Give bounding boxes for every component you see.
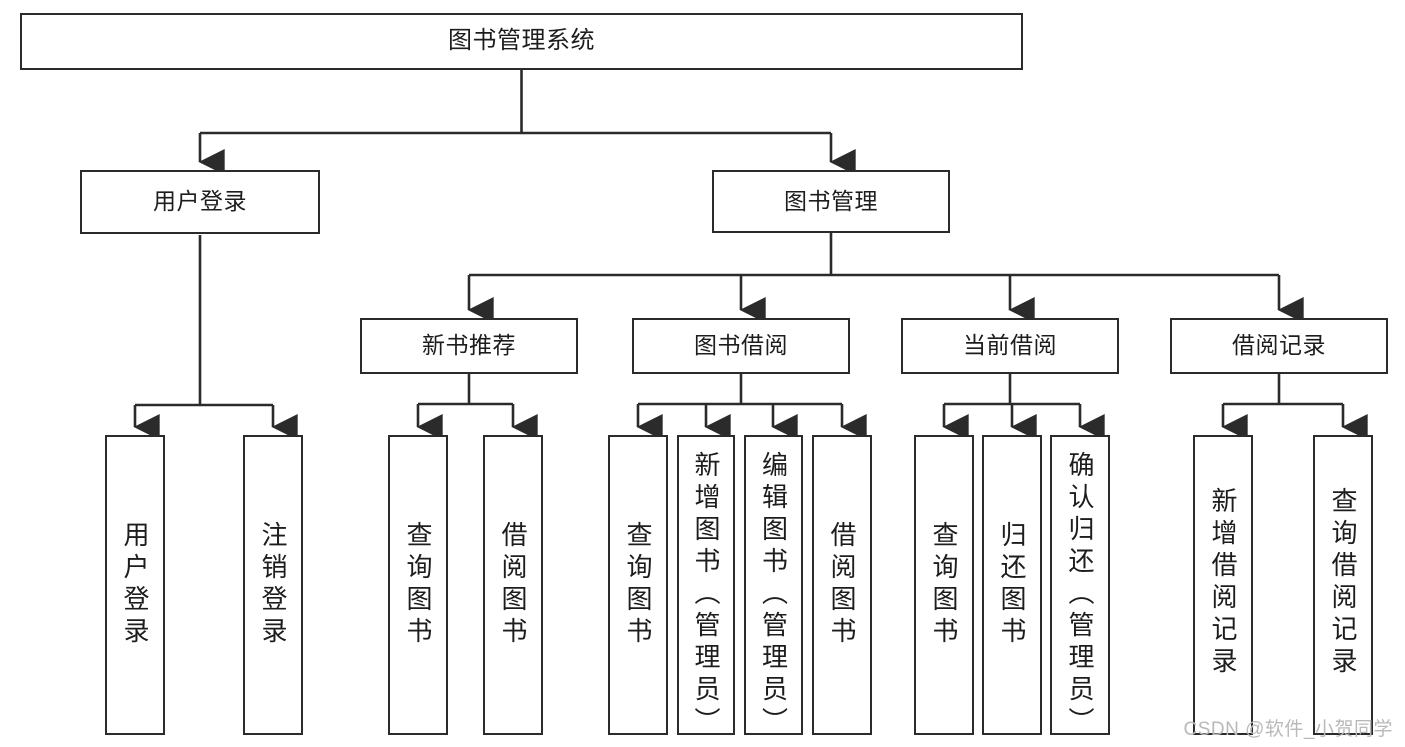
node-leaf-query-book-3[interactable]: 查询图书 bbox=[914, 435, 974, 735]
node-leaf-add-book-label: 新增图书（管理员） bbox=[691, 451, 721, 739]
node-leaf-user-login[interactable]: 用户登录 bbox=[105, 435, 165, 735]
node-leaf-logout-login[interactable]: 注销登录 bbox=[243, 435, 303, 735]
node-leaf-borrow-book-1[interactable]: 借阅图书 bbox=[483, 435, 543, 735]
node-leaf-add-record[interactable]: 新增借阅记录 bbox=[1193, 435, 1253, 735]
node-root-label: 图书管理系统 bbox=[448, 27, 595, 55]
watermark-text: CSDN @软件_小贺同学 bbox=[1183, 719, 1393, 740]
node-borrow-record[interactable]: 借阅记录 bbox=[1170, 318, 1388, 374]
node-book-management[interactable]: 图书管理 bbox=[712, 170, 950, 233]
node-new-book-recommend[interactable]: 新书推荐 bbox=[360, 318, 578, 374]
node-leaf-edit-book-label: 编辑图书（管理员） bbox=[758, 451, 789, 739]
node-leaf-confirm-return-label: 确认归还（管理员） bbox=[1065, 451, 1095, 739]
node-user-login[interactable]: 用户登录 bbox=[80, 170, 320, 234]
node-leaf-query-book-2-label: 查询图书 bbox=[623, 521, 653, 649]
node-leaf-borrow-book-2[interactable]: 借阅图书 bbox=[812, 435, 872, 735]
node-leaf-query-book-3-label: 查询图书 bbox=[929, 521, 959, 649]
node-book-borrow[interactable]: 图书借阅 bbox=[632, 318, 850, 374]
node-leaf-confirm-return[interactable]: 确认归还（管理员） bbox=[1050, 435, 1110, 739]
node-leaf-logout-login-label: 注销登录 bbox=[258, 521, 288, 649]
node-leaf-borrow-book-1-label: 借阅图书 bbox=[498, 521, 528, 649]
node-leaf-user-login-label: 用户登录 bbox=[120, 521, 150, 649]
node-leaf-query-book-1-label: 查询图书 bbox=[403, 521, 433, 649]
node-current-borrow-label: 当前借阅 bbox=[963, 332, 1057, 359]
node-user-login-label: 用户登录 bbox=[153, 188, 247, 215]
node-leaf-return-book-label: 归还图书 bbox=[997, 521, 1027, 649]
node-leaf-return-book[interactable]: 归还图书 bbox=[982, 435, 1042, 735]
node-new-book-recommend-label: 新书推荐 bbox=[422, 332, 516, 359]
node-current-borrow[interactable]: 当前借阅 bbox=[901, 318, 1119, 374]
node-leaf-edit-book[interactable]: 编辑图书（管理员） bbox=[744, 435, 803, 739]
node-leaf-query-book-2[interactable]: 查询图书 bbox=[608, 435, 668, 735]
node-leaf-add-book[interactable]: 新增图书（管理员） bbox=[677, 435, 735, 739]
node-leaf-query-record-label: 查询借阅记录 bbox=[1328, 487, 1358, 679]
node-book-borrow-label: 图书借阅 bbox=[694, 332, 788, 359]
node-leaf-add-record-label: 新增借阅记录 bbox=[1208, 487, 1238, 679]
node-borrow-record-label: 借阅记录 bbox=[1232, 332, 1326, 359]
node-book-management-label: 图书管理 bbox=[784, 187, 878, 214]
node-root[interactable]: 图书管理系统 bbox=[20, 13, 1023, 70]
node-leaf-query-book-1[interactable]: 查询图书 bbox=[388, 435, 448, 735]
node-leaf-query-record[interactable]: 查询借阅记录 bbox=[1313, 435, 1373, 735]
node-leaf-borrow-book-2-label: 借阅图书 bbox=[827, 521, 857, 649]
